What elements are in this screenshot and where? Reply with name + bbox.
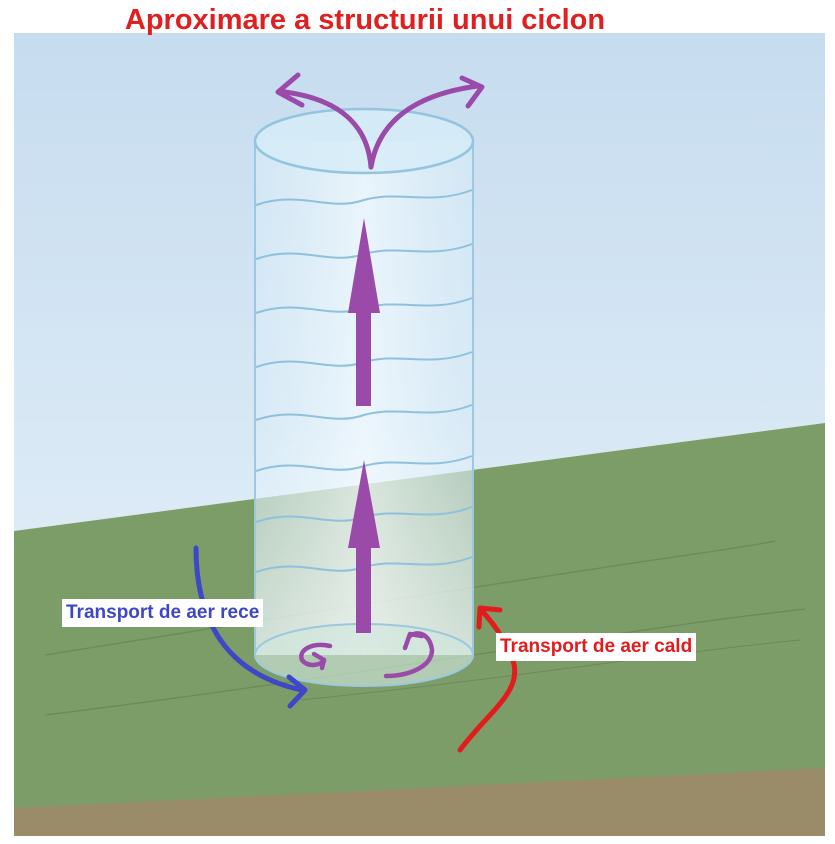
updraft-arrow-upper <box>348 218 380 406</box>
outflow-arrow-left <box>275 72 374 170</box>
ground-contour <box>44 540 776 656</box>
swirl-arrow-right <box>383 631 435 679</box>
warm-air-arrow <box>457 605 518 753</box>
cold-air-arrow <box>193 545 308 709</box>
outflow-arrow-right <box>368 75 485 170</box>
ground-contour <box>299 639 801 701</box>
warm-air-label: Transport de aer cald <box>496 633 697 661</box>
soil-strip <box>14 768 825 836</box>
swirl-arrow-left <box>299 642 333 671</box>
updraft-arrow-lower <box>348 460 380 633</box>
cold-air-label: Transport de aer rece <box>62 599 264 627</box>
diagram-title: Aproximare a structurii unui ciclon <box>124 4 606 36</box>
